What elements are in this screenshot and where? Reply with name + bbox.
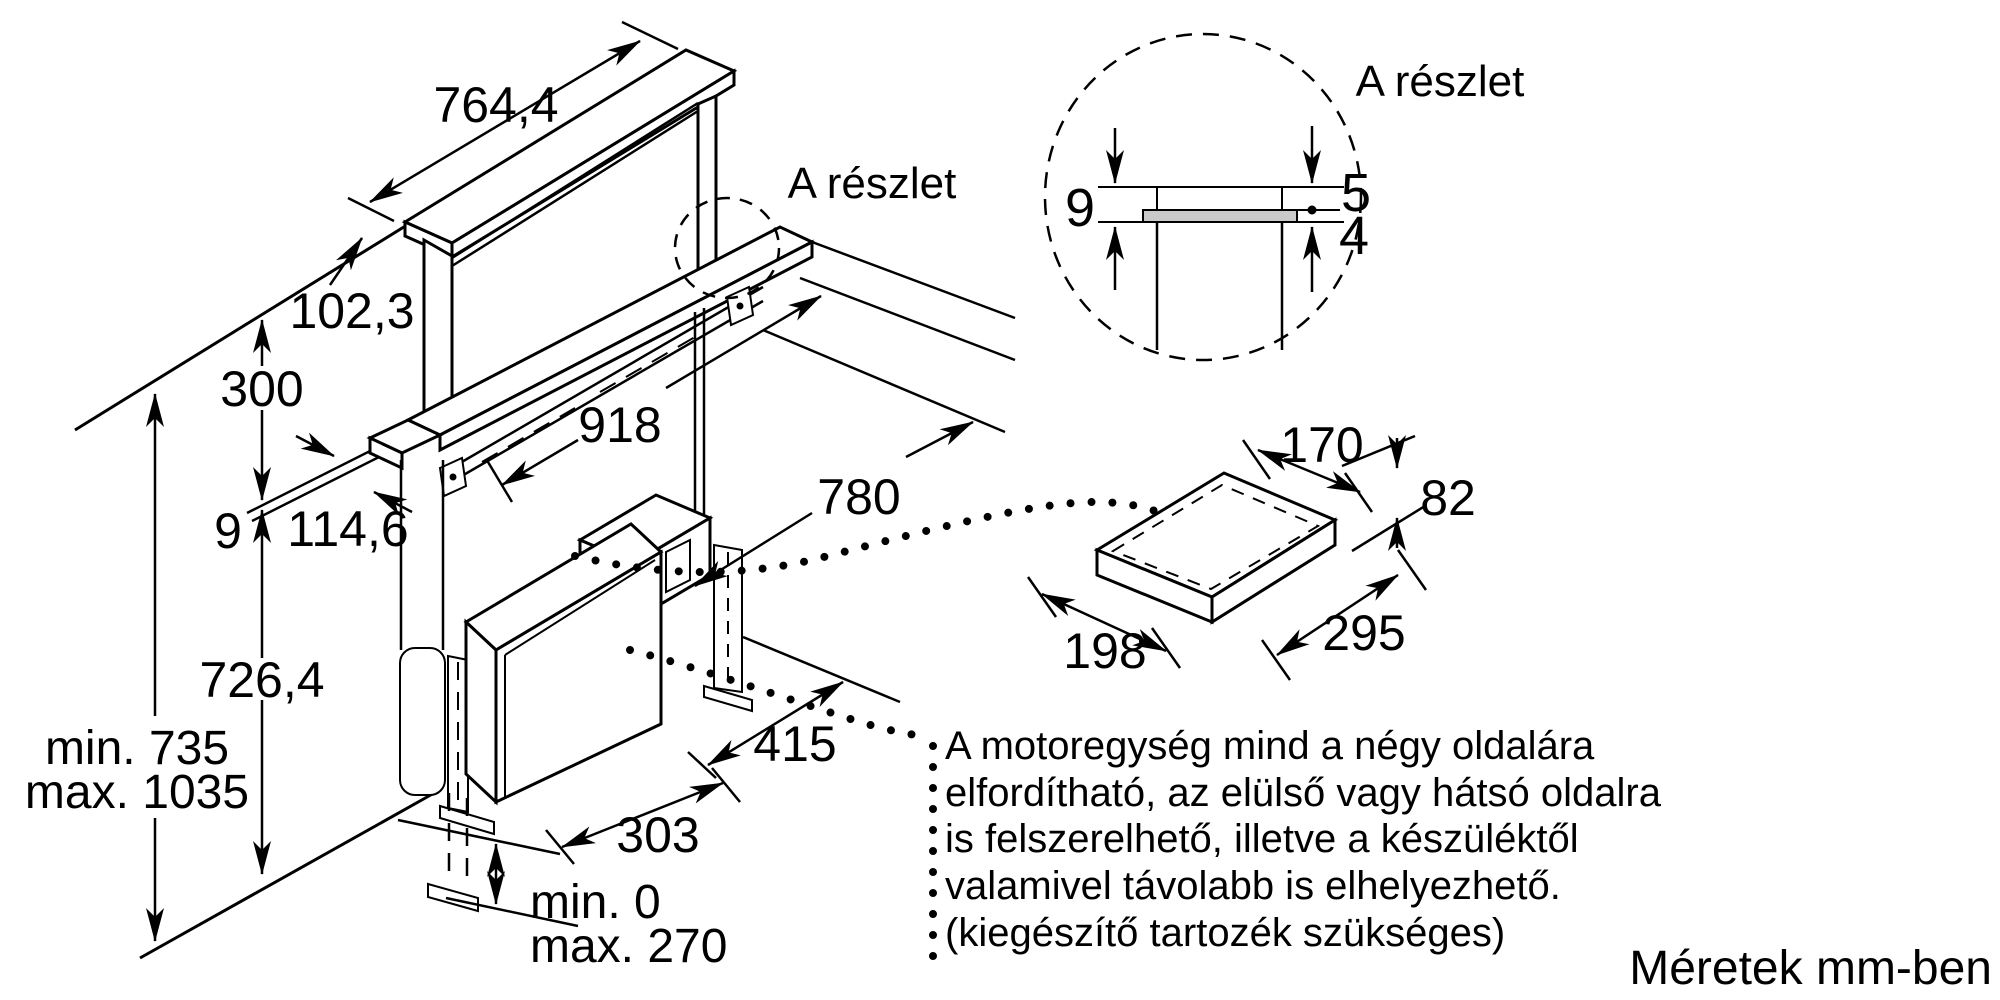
remote-box-right-face: [1210, 517, 1337, 625]
dim-726-label: 726,4: [199, 652, 324, 708]
worktop-right-edges: [742, 228, 1016, 704]
dim-arrow-102: [328, 237, 364, 286]
dim-300-label: 300: [220, 361, 303, 417]
telescopic-duct: [427, 793, 479, 913]
units-note: Méretek mm-ben: [1629, 942, 1992, 995]
witness-303-left: [545, 829, 575, 865]
motor-unit-box: [463, 522, 664, 806]
witness-415-left: [687, 751, 717, 779]
remote-box-inset-dashed: [1110, 483, 1321, 591]
panel-left-leg: [422, 237, 454, 415]
left-channel-foot: [439, 804, 495, 836]
panel-right-leg: [696, 93, 718, 273]
dim-max270-label: max. 270: [530, 920, 727, 973]
detail-4-label: 4: [1339, 206, 1369, 266]
dim-arrow-114-b: [373, 490, 413, 516]
dim-303-label: 303: [616, 807, 699, 863]
detail-flange: [1142, 209, 1298, 223]
detail-ref-label: A részlet: [788, 159, 957, 208]
detail-a-circle-marker: [673, 196, 781, 300]
base-housing: [366, 225, 816, 471]
dim-min735-label: min. 735: [45, 722, 229, 775]
dim-line-303: [561, 781, 724, 849]
dim-918-label: 918: [578, 397, 661, 453]
main-view: 764,4 102,3 300 9 114,6 726,4 min. 735 m…: [25, 20, 1215, 973]
left-duct-cover: [399, 647, 446, 796]
ref-min0-top: [397, 818, 561, 856]
dim-764-label: 764,4: [433, 77, 558, 133]
witness-764-right: [621, 20, 679, 51]
detail-circle: [1043, 32, 1363, 362]
dim-102-label: 102,3: [289, 283, 414, 339]
dim-min0-label: min. 0: [530, 876, 661, 929]
dim-114-label: 114,6: [287, 501, 408, 557]
leader-to-remote-box: [571, 497, 1198, 576]
duct-foot-plate: [427, 882, 479, 913]
dim-line-918-left: [501, 438, 579, 487]
detail-view: 9 5 4 A részlet: [1043, 32, 1525, 362]
remote-box-view: 170 82 198 295: [1026, 417, 1476, 681]
floor-edge-line: [139, 790, 437, 960]
dim-780-label: 780: [817, 469, 900, 525]
witness-764-left: [347, 196, 395, 223]
dim-line-918-right: [665, 294, 822, 390]
note-line-1: A motoregység mind a négy oldalára: [945, 724, 1595, 768]
remote-box-dimensions: 170 82 198 295: [1026, 417, 1476, 681]
note-line-3: is felszerelhető, illetve a készüléktől: [945, 817, 1579, 861]
detail-dimensions: 9 5 4: [1065, 126, 1371, 292]
dim-line-415: [707, 680, 844, 767]
witness-303-right: [711, 767, 741, 803]
dim-415-label: 415: [753, 716, 836, 772]
note-block: A motoregység mind a négy oldalára elfor…: [945, 724, 1662, 955]
dim-line-780-left: [694, 511, 813, 588]
detail-5-label: 5: [1341, 163, 1371, 223]
witness-918-left: [486, 461, 514, 503]
detail-9-label: 9: [1065, 178, 1095, 238]
dim-line-780-right: [905, 420, 974, 459]
dim-line-764: [369, 39, 641, 204]
note-line-4: valamivel távolabb is elhelyezhető.: [945, 864, 1561, 908]
dim-arrow-114-a: [295, 432, 335, 458]
ref-min0-bottom: [445, 896, 579, 928]
dim-198-label: 198: [1063, 623, 1146, 679]
note-line-2: elfordítható, az elülső vagy hátsó oldal…: [945, 771, 1662, 815]
note-line-5: (kiegészítő tartozék szükséges): [945, 911, 1505, 955]
dim-9-label: 9: [214, 503, 242, 559]
connector-vent: [665, 538, 691, 594]
dim-170-label: 170: [1280, 417, 1363, 473]
dim-82-label: 82: [1420, 470, 1476, 526]
detail-title: A részlet: [1356, 57, 1525, 106]
main-dimensions: 764,4 102,3 300 9 114,6 726,4 min. 735 m…: [25, 20, 974, 973]
dim-295-label: 295: [1322, 605, 1405, 661]
dim-max1035-label: max. 1035: [25, 766, 249, 819]
detail-top-plate: [1156, 186, 1283, 211]
